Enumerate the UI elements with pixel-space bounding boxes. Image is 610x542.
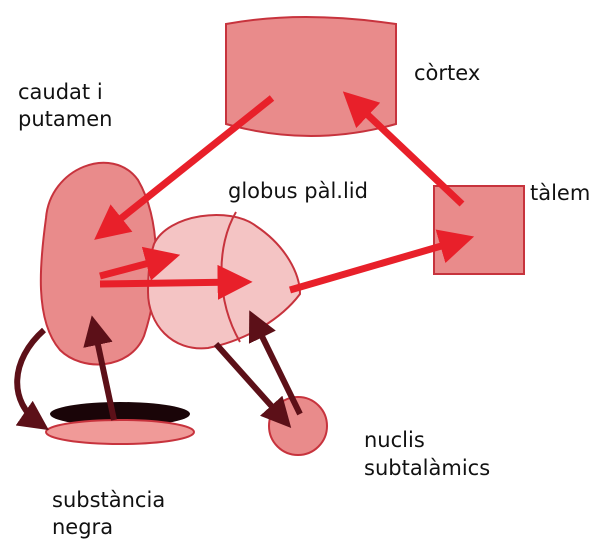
substantia-nigra-light	[46, 420, 194, 444]
arrow-striatum-to-nigra-curve	[17, 330, 44, 424]
label-nigra-line1: substància	[52, 487, 165, 514]
arrow-thalamus-to-cortex	[352, 100, 462, 204]
arrow-striatum-to-globus-internal	[100, 282, 240, 284]
label-cortex: còrtex	[414, 60, 480, 87]
label-subthalamic-line2: subtalàmics	[364, 455, 490, 482]
label-nigra-line2: negra	[52, 514, 113, 541]
label-caudate-line1: caudat i	[18, 79, 103, 106]
thalamus-shape	[434, 186, 524, 274]
label-thalamus: tàlem	[530, 180, 590, 207]
label-globus-pallidus: globus pàl.lid	[228, 178, 368, 205]
arrow-subthalamic-to-pallidus	[254, 320, 300, 414]
arrow-cortex-to-striatum	[104, 98, 272, 232]
label-caudate-line2: putamen	[18, 106, 112, 133]
label-subthalamic-line1: nuclis	[364, 427, 425, 454]
